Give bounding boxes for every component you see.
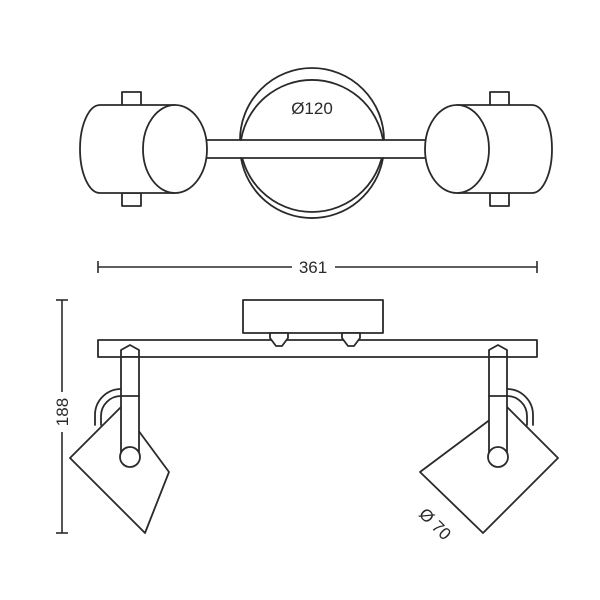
width-dimension: 361 [97, 258, 538, 277]
screw-nub-left [269, 332, 289, 347]
left-bracket-inner [100, 395, 122, 426]
mounting-bar [97, 339, 538, 358]
right-spot-shade [419, 406, 559, 534]
left-bracket-outer [94, 388, 122, 426]
spot-diameter-label: Ø 70 [415, 504, 454, 543]
base-diameter-label: Ø120 [291, 99, 333, 118]
left-spot-front [69, 344, 170, 534]
left-pivot [119, 446, 141, 468]
height-dimension: 188 [53, 299, 72, 534]
ceiling-plate [242, 299, 384, 334]
right-spot-lens [424, 104, 490, 194]
screw-nub-right [341, 332, 361, 347]
left-spot-tab-top [121, 91, 142, 107]
base-arc-lower [240, 157, 384, 219]
right-bracket-outer [506, 388, 534, 426]
left-spot-lens [142, 104, 208, 194]
left-spot-shade [69, 406, 170, 534]
right-spot-tab-bottom [489, 192, 510, 207]
left-spot-tab-bottom [121, 192, 142, 207]
left-stem [120, 356, 140, 454]
left-spot-top [79, 91, 208, 207]
right-spot-tab-top [489, 91, 510, 107]
right-stem [488, 356, 508, 454]
front-view: Ø 70 [69, 299, 559, 544]
top-view: Ø120 [79, 67, 553, 219]
width-dim-label: 361 [299, 258, 327, 277]
connecting-bar-top [199, 139, 441, 159]
right-spot-front [419, 344, 559, 534]
height-dim-label: 188 [53, 398, 72, 426]
right-spot-top [424, 91, 553, 207]
right-pivot [487, 446, 509, 468]
right-bracket-inner [506, 395, 528, 426]
base-arc-upper [240, 79, 384, 141]
